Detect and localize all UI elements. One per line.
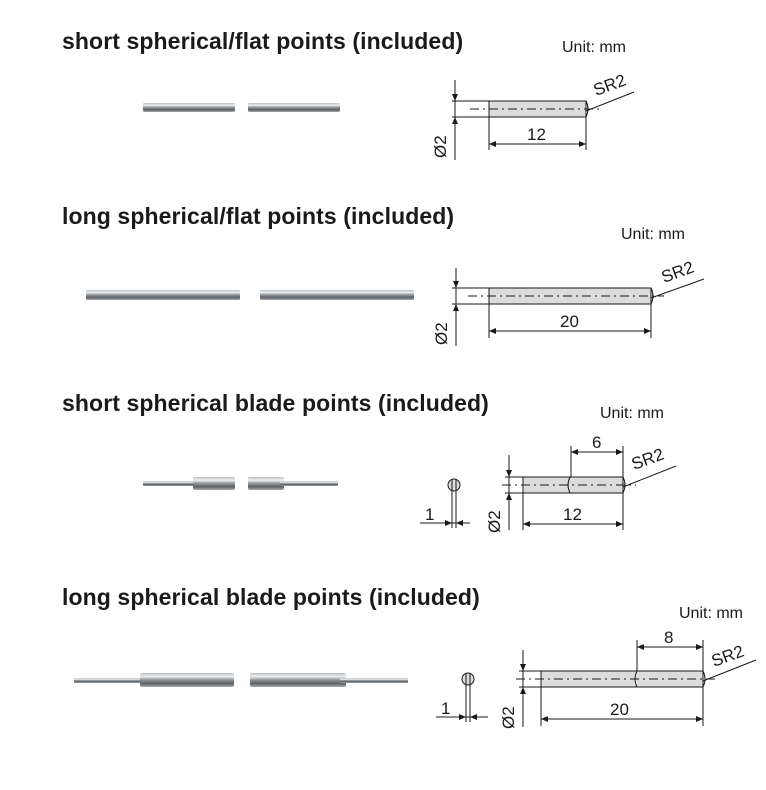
drawing-4-length-label: 20 <box>610 700 629 719</box>
rod-photo-short-blade-2 <box>248 477 338 490</box>
rod-photo-long-blade-1 <box>74 673 234 687</box>
drawing-4-thickness-label: 1 <box>441 699 450 718</box>
section-3-unit: Unit: mm <box>600 405 664 422</box>
section-4-title: long spherical blade points (included) <box>62 584 480 610</box>
drawing-3-thickness-label: 1 <box>425 505 434 524</box>
drawing-1-radius-label: SR2 <box>591 71 629 100</box>
section-1-unit: Unit: mm <box>562 39 626 56</box>
drawing-3-blade-length-label: 6 <box>592 433 601 452</box>
drawing-long-flat: SR2 20 Ø2 <box>432 258 705 346</box>
section-1-title: short spherical/flat points (included) <box>62 28 464 54</box>
rod-photo-long-flat-1 <box>86 290 240 300</box>
drawing-3-length-label: 12 <box>563 505 582 524</box>
drawing-4-diameter-label: Ø2 <box>499 706 518 729</box>
rod-photo-long-flat-2 <box>260 290 414 300</box>
drawing-1-length-label: 12 <box>527 125 546 144</box>
drawing-1-diameter-label: Ø2 <box>431 135 450 158</box>
drawing-short-flat: SR2 12 Ø2 <box>431 71 635 160</box>
section-3-title: short spherical blade points (included) <box>62 390 489 416</box>
rod-photo-short-flat-2 <box>248 103 340 112</box>
rod-photo-short-flat-1 <box>143 103 235 112</box>
drawing-3-radius-label: SR2 <box>629 445 667 474</box>
section-4-unit: Unit: mm <box>679 605 743 622</box>
rod-photo-short-blade-1 <box>143 477 235 490</box>
drawing-long-blade-side-view: SR2 8 20 Ø2 <box>499 628 757 729</box>
drawing-2-radius-label: SR2 <box>659 258 697 287</box>
section-2-title: long spherical/flat points (included) <box>62 203 455 229</box>
drawing-3-diameter-label: Ø2 <box>485 510 504 533</box>
drawing-2-length-label: 20 <box>560 312 579 331</box>
drawing-long-blade-end-view: 1 <box>436 672 488 722</box>
drawing-short-blade-end-view: 1 <box>420 478 470 528</box>
drawing-4-blade-length-label: 8 <box>664 628 673 647</box>
drawing-short-blade-side-view: SR2 6 12 Ø2 <box>485 433 677 533</box>
rod-photo-long-blade-2 <box>250 673 408 687</box>
section-2-unit: Unit: mm <box>621 226 685 243</box>
drawing-2-diameter-label: Ø2 <box>432 322 451 345</box>
